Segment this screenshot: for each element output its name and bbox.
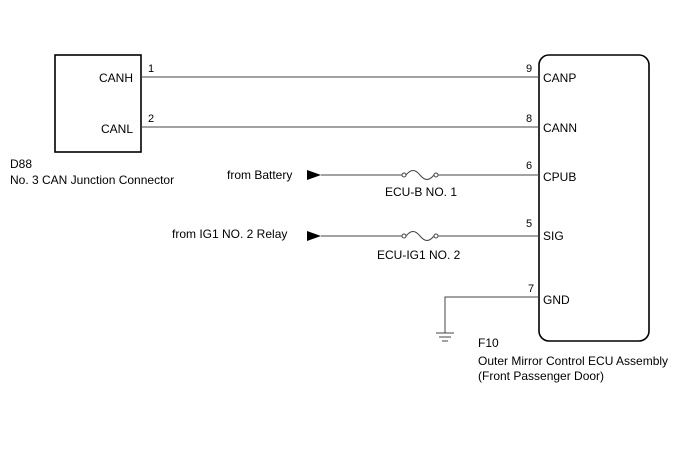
ecu-pin-number-5: 5	[526, 218, 533, 230]
ecu-pin-label-cann: CANN	[543, 121, 578, 135]
connector-name: No. 3 CAN Junction Connector	[10, 173, 175, 187]
ecu-name-line2: (Front Passenger Door)	[478, 369, 605, 383]
ecu-pin-label-gnd: GND	[543, 293, 570, 307]
ecu-box	[538, 54, 650, 342]
ecu-pin-label-canp: CANP	[543, 71, 577, 85]
wire-gnd	[444, 296, 539, 333]
connector-pin-label-canl: CANL	[101, 122, 134, 136]
ecu-code: F10	[478, 336, 499, 350]
fuse-label-ecu-b: ECU-B NO. 1	[385, 185, 458, 199]
ecu-pin-number-9: 9	[526, 63, 533, 75]
fuse-ecu-ig1-icon	[401, 231, 439, 241]
battery-arrow-icon	[307, 170, 321, 180]
source-ig1-relay: from IG1 NO. 2 Relay	[172, 227, 288, 241]
connector-pin-number-1: 1	[148, 63, 155, 75]
connector-pin-number-2: 2	[148, 113, 155, 125]
ecu-pin-number-6: 6	[526, 160, 533, 172]
ecu-name-line1: Outer Mirror Control ECU Assembly	[478, 354, 669, 368]
ig1-arrow-icon	[307, 231, 321, 241]
ground-icon	[436, 332, 454, 342]
ecu-pin-label-sig: SIG	[543, 229, 564, 243]
connector-code: D88	[10, 157, 33, 171]
fuse-label-ecu-ig1: ECU-IG1 NO. 2	[377, 248, 461, 262]
source-battery: from Battery	[227, 168, 293, 182]
fuse-ecu-b-icon	[401, 170, 439, 180]
junction-connector-box	[54, 54, 142, 153]
connector-pin-label-canh: CANH	[99, 71, 134, 85]
ecu-pin-number-7: 7	[528, 283, 535, 295]
ecu-pin-label-cpub: CPUB	[543, 170, 577, 184]
ecu-pin-number-8: 8	[526, 113, 533, 125]
